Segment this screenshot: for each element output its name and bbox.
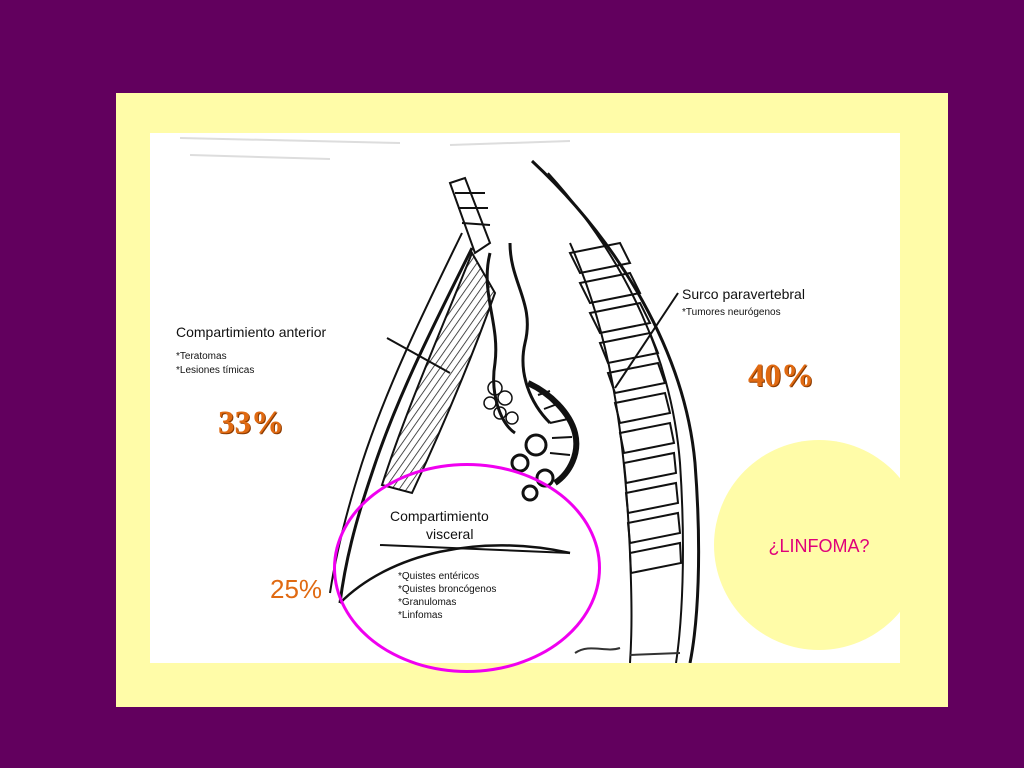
artist-signature [574, 647, 681, 656]
lymphoma-callout-text: ¿LINFOMA? [768, 536, 870, 556]
lymphoma-callout-circle [714, 440, 924, 650]
chest-wall-outline [530, 159, 701, 663]
spine-vertebrae [568, 241, 683, 575]
visceral-highlight-ring [333, 463, 601, 673]
anatomy-figure [150, 133, 900, 663]
anterior-compartment-title: Compartimiento anterior [176, 324, 327, 340]
paravertebral-item: *Tumores neurógenos [682, 307, 781, 318]
anterior-compartment-hatch [380, 250, 497, 495]
faint-scan-marks [179, 137, 571, 160]
lymph-nodes [483, 380, 519, 425]
mediastinum-drawing [179, 137, 701, 663]
esophagus [526, 380, 580, 486]
paravertebral-title: Surco paravertebral [682, 286, 805, 302]
paravertebral-percent: 40% [748, 358, 814, 394]
anterior-item: *Teratomas [176, 351, 227, 362]
anterior-percent: 33% [218, 405, 284, 441]
leader-anterior [386, 337, 451, 374]
anterior-item: *Lesiones tímicas [176, 365, 255, 376]
leader-paravertebral [614, 292, 679, 389]
visceral-percent: 25% [270, 574, 323, 604]
great-vessels [485, 252, 516, 435]
trachea [448, 176, 492, 255]
